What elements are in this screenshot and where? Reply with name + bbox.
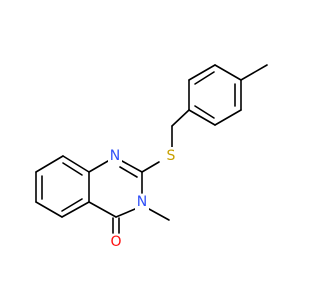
oxygen-label: O (110, 234, 121, 250)
bond (35, 201, 63, 218)
bonds (35, 64, 268, 234)
nitrogen-atom-3: N (135, 194, 149, 210)
bond (194, 71, 215, 85)
bond (88, 160, 109, 173)
sulfur-atom: S (164, 147, 178, 164)
bond (121, 160, 143, 173)
nitrogen-label: N (137, 194, 147, 210)
bond (240, 64, 268, 81)
bond (35, 155, 64, 173)
bond (141, 161, 160, 173)
bond (62, 162, 83, 176)
oxygen-atom: O (109, 234, 123, 250)
sulfur-label: S (167, 148, 176, 164)
bond (171, 109, 190, 127)
bond (194, 105, 215, 119)
bond (119, 166, 138, 178)
bond (148, 208, 170, 221)
bond (62, 155, 90, 173)
structure-canvas: N S N O (35, 64, 268, 250)
bond (214, 64, 242, 81)
bond (188, 64, 216, 81)
bond (115, 208, 136, 218)
bond (61, 201, 90, 218)
bond (88, 201, 117, 218)
bond (188, 109, 216, 126)
nitrogen-atom-1: N (108, 147, 122, 164)
bond (61, 198, 83, 212)
nitrogen-label: N (110, 148, 120, 164)
atom-labels: N S N O (108, 147, 178, 250)
bond (214, 109, 242, 126)
molecule-diagram: N S N O (35, 64, 268, 250)
